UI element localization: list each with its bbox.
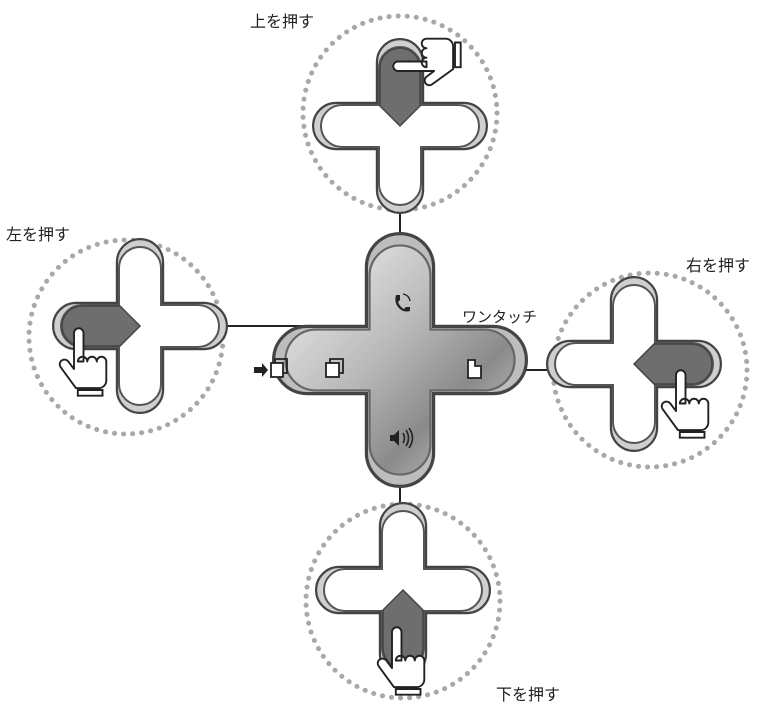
dpad-down-pressed [315, 502, 491, 679]
document-icon[interactable] [467, 359, 482, 379]
label-one-touch: ワンタッチ [462, 308, 538, 326]
phone-icon[interactable] [395, 293, 411, 312]
dotted-circle-right [550, 270, 750, 470]
label-right: 右を押す [686, 256, 751, 275]
dpad-center[interactable] [272, 232, 529, 488]
page-open-icon[interactable] [325, 358, 344, 378]
speaker-icon[interactable] [390, 427, 414, 449]
insert-page-icon [254, 358, 288, 378]
dotted-circle-up [300, 13, 500, 213]
label-left: 左を押す [6, 225, 71, 244]
label-up: 上を押す [250, 12, 315, 31]
label-down: 下を押す [496, 685, 561, 704]
